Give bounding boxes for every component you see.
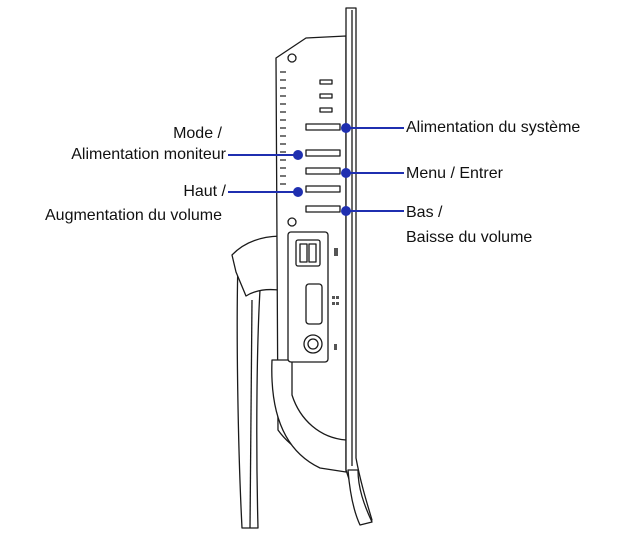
label-mode-line2: Alimentation moniteur — [71, 146, 226, 163]
lower-screw — [287, 217, 297, 227]
callout-dot-bas — [341, 206, 351, 216]
top-mark-1 — [319, 79, 333, 85]
label-bas-line2: Baisse du volume — [406, 229, 533, 246]
callout-dot-systeme — [341, 123, 351, 133]
callout-dot-menu — [341, 168, 351, 178]
stand-leg — [236, 261, 263, 529]
button-4 — [305, 185, 341, 193]
stand-leg-edge — [249, 299, 253, 529]
label-mode-line1: Mode / — [173, 125, 222, 142]
usb-slot-1 — [299, 243, 308, 263]
label-bas-line1: Bas / — [406, 204, 443, 221]
button-2 — [305, 149, 341, 157]
callout-dot-mode — [293, 150, 303, 160]
label-menu: Menu / Entrer — [406, 165, 503, 182]
top-screw — [287, 53, 297, 63]
top-mark-3 — [319, 107, 333, 113]
port-icons — [332, 248, 339, 350]
callout-dots — [293, 123, 351, 216]
front-foot — [347, 469, 373, 526]
audio-jack-inner — [307, 338, 319, 350]
label-haut-line2: Augmentation du volume — [45, 207, 222, 224]
front-bezel — [345, 7, 373, 523]
card-slot — [305, 283, 323, 325]
label-haut-line1: Haut / — [183, 183, 226, 200]
usb-slot-2 — [308, 243, 317, 263]
button-3 — [305, 167, 341, 175]
button-5 — [305, 205, 341, 213]
callouts — [228, 127, 404, 212]
label-systeme: Alimentation du système — [406, 119, 581, 136]
button-1 — [305, 123, 341, 131]
vent-grille — [280, 71, 286, 193]
base-curve — [271, 359, 347, 473]
callout-dot-haut — [293, 187, 303, 197]
top-mark-2 — [319, 93, 333, 99]
